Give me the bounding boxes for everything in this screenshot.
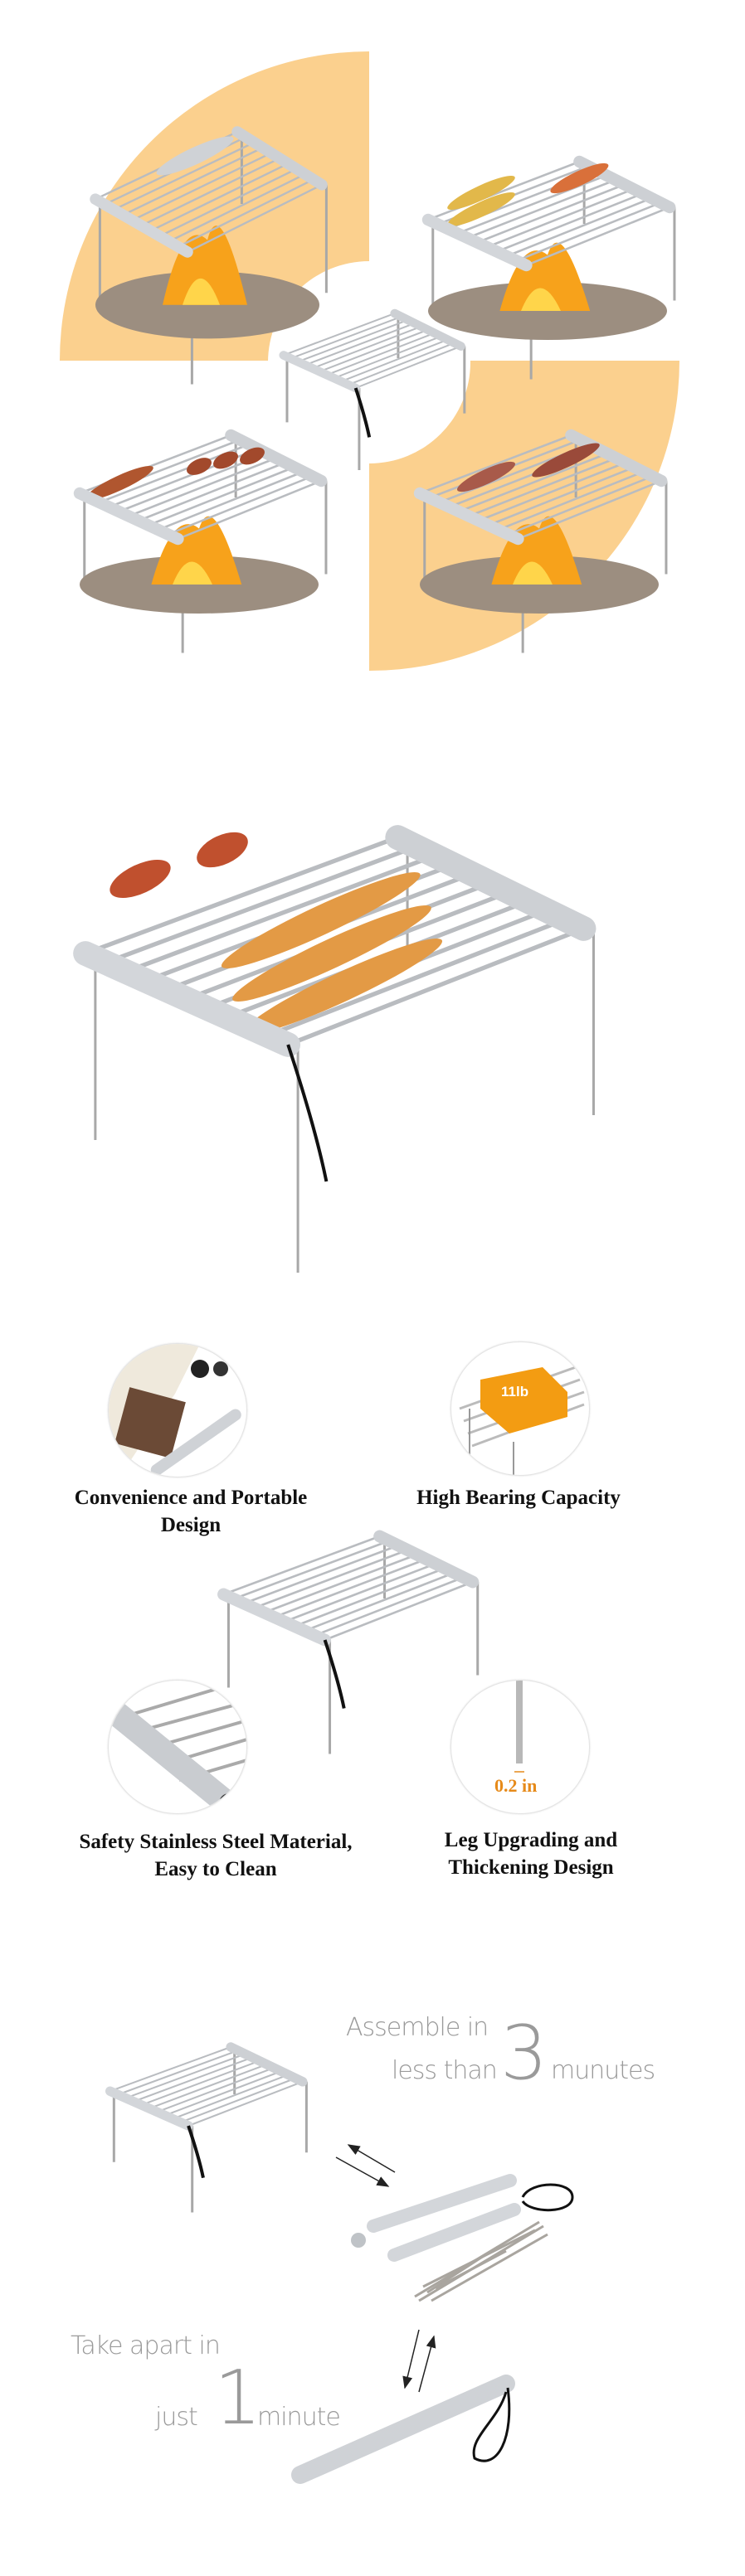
grill-icon xyxy=(73,429,328,653)
feature-title-line: Thickening Design xyxy=(448,1856,614,1879)
feature-title-portable: Convenience and Portable Design xyxy=(33,1484,348,1539)
assemble-number: 3 xyxy=(500,2010,548,2097)
feature-title-leg: Leg Upgrading and Thickening Design xyxy=(390,1826,672,1881)
disassembled-parts-illustration xyxy=(291,2174,574,2484)
feature-title-line: Safety Stainless Steel Material, xyxy=(79,1831,353,1853)
scene-corn-and-sweet-potato xyxy=(415,141,680,380)
feature-circle-portable xyxy=(108,1343,247,1477)
grill-icon xyxy=(421,155,676,380)
takeapart-prefix: Take apart in xyxy=(71,2331,221,2360)
feature-title-line: Easy to Clean xyxy=(154,1858,277,1880)
arrow-icon xyxy=(335,2156,390,2187)
weight-on-grill-icon xyxy=(459,1366,585,1475)
feature-title-line: High Bearing Capacity xyxy=(416,1487,621,1509)
feature-title-capacity: High Bearing Capacity xyxy=(365,1484,672,1511)
arrow-icon xyxy=(347,2144,396,2173)
feature-title-line: Leg Upgrading and xyxy=(444,1829,618,1851)
feature-circle-leg: 0.2 in xyxy=(450,1680,590,1814)
leg-closeup-icon xyxy=(514,1681,524,1773)
center-grill-illustration xyxy=(274,298,469,470)
leg-dimension: 0.2 in xyxy=(494,1775,538,1796)
feature-circle-steel xyxy=(108,1680,247,1814)
scene-skewers-and-sausages xyxy=(66,415,332,653)
feature-title-steel: Safety Stainless Steel Material, Easy to… xyxy=(33,1828,398,1883)
arrow-icon xyxy=(402,2329,420,2389)
feature-title-line: Design xyxy=(160,1514,222,1536)
grill-icon xyxy=(413,429,668,653)
assemble-unit: munutes xyxy=(551,2056,655,2085)
carry-bag-icon xyxy=(109,1344,241,1477)
takeapart-unit: minute xyxy=(257,2403,341,2432)
takeapart-just: just xyxy=(155,2403,198,2432)
usage-collage xyxy=(0,0,745,730)
grill-icon xyxy=(105,2042,308,2213)
grill-with-skewers-illustration xyxy=(58,796,606,1273)
assemble-prefix: Assemble in xyxy=(346,2013,489,2042)
direction-arrows xyxy=(335,2144,436,2393)
assembled-grill-illustration xyxy=(100,2031,311,2213)
scene-pot-on-grill xyxy=(83,108,332,385)
grill-icon xyxy=(90,126,328,385)
center-grill-illustration xyxy=(210,1516,484,1754)
grill-icon xyxy=(217,1530,480,1754)
assemble-less-than: less than xyxy=(392,2056,498,2085)
features-section: 11lb Convenience and Portable Design Hig… xyxy=(0,1327,745,1924)
weight-badge: 11lb xyxy=(501,1384,529,1400)
arrow-icon xyxy=(418,2335,436,2393)
steel-tube-closeup-icon xyxy=(109,1687,246,1813)
grill-icon xyxy=(73,825,596,1273)
scene-steaks xyxy=(407,415,672,653)
feature-title-line: Convenience and Portable xyxy=(74,1487,308,1509)
grill-icon xyxy=(279,308,466,470)
assembly-section: Assemble in less than 3 munutes Take apa… xyxy=(0,1973,745,2554)
feature-circle-capacity: 11lb xyxy=(450,1341,590,1476)
takeapart-number: 1 xyxy=(214,2355,261,2442)
